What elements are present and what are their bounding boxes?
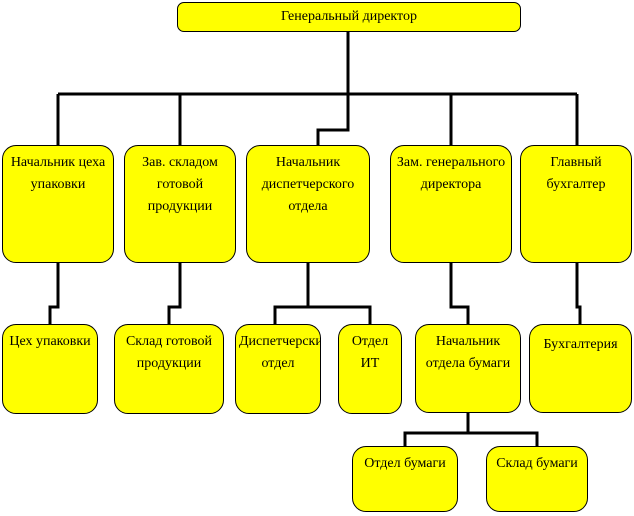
pack-head-label: Начальник цеха упаковки <box>10 155 106 192</box>
box-it-dept: Отдел ИТ <box>338 324 402 414</box>
deputy-director-label: Зам. генерального директора <box>396 155 506 192</box>
connector-paper-head-split <box>403 413 539 446</box>
box-chief-accountant: Главный бухгалтер <box>520 145 632 263</box>
box-dispatch-dept: Диспетчерский отдел <box>235 324 321 414</box>
box-accounting: Бухгалтерия <box>529 324 632 413</box>
connector-warehouse-head-to-finished-warehouse <box>167 263 182 324</box>
connector-deputy-to-paper-head <box>449 263 470 324</box>
box-warehouse-head: Зав. складом готовой продукции <box>124 145 236 263</box>
connector-accountant-to-accounting <box>575 263 582 324</box>
paper-head-label: Начальник отдела бумаги <box>425 334 511 371</box>
box-paper-head: Начальник отдела бумаги <box>415 324 521 413</box>
connector-pack-head-to-pack-shop <box>48 263 60 324</box>
box-finished-warehouse: Склад готовой продукции <box>114 324 224 414</box>
accounting-label: Бухгалтерия <box>543 337 618 352</box>
box-general-director: Генеральный директор <box>177 2 521 32</box>
finished-warehouse-label: Склад готовой продукции <box>125 334 213 371</box>
connector-root-to-managers <box>316 32 350 145</box>
paper-warehouse-label: Склад бумаги <box>496 456 578 471</box>
it-dept-label: Отдел ИТ <box>351 334 389 371</box>
dispatch-head-label: Начальник диспетчерского отдела <box>261 155 355 214</box>
paper-dept-label: Отдел бумаги <box>364 456 446 471</box>
dispatch-dept-label: Диспетчерский отдел <box>239 334 320 371</box>
pack-shop-label: Цех упаковки <box>9 334 91 349</box>
box-paper-dept: Отдел бумаги <box>352 446 458 512</box>
general-director-label: Генеральный директор <box>281 9 417 24</box>
box-pack-shop: Цех упаковки <box>2 324 98 414</box>
box-deputy-director: Зам. генерального директора <box>390 145 512 263</box>
box-dispatch-head: Начальник диспетчерского отдела <box>246 145 370 263</box>
box-pack-head: Начальник цеха упаковки <box>2 145 114 263</box>
warehouse-head-label: Зав. складом готовой продукции <box>142 155 218 214</box>
box-paper-warehouse: Склад бумаги <box>486 446 588 512</box>
chief-accountant-label: Главный бухгалтер <box>546 155 606 192</box>
connector-dispatch-head-split <box>273 263 372 324</box>
